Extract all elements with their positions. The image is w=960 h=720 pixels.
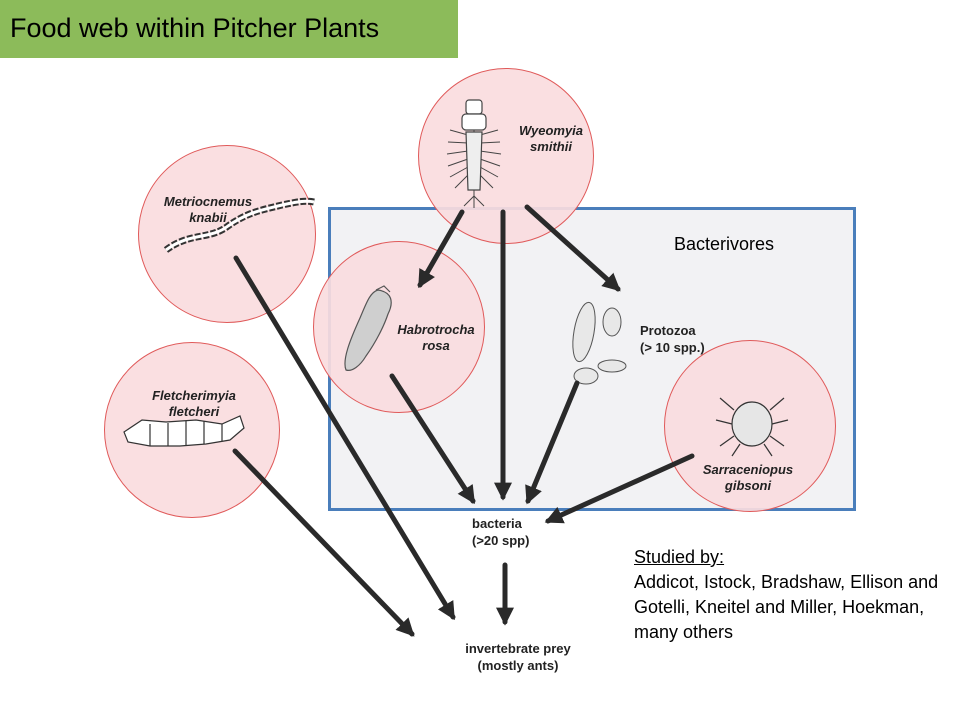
invertebrate-prey-label: invertebrate prey(mostly ants) [465,641,571,673]
arrow-wyeomyia-to-protozoa [524,204,621,292]
title-bar: Food web within Pitcher Plants [0,0,458,58]
page-title: Food web within Pitcher Plants [10,13,380,43]
wyeomyia-circle [418,68,594,244]
metriocnemus-circle [138,145,316,323]
arrow-metriocnemus-to-prey [233,255,456,621]
studied-by-note: Studied by: Addicot, Istock, Bradshaw, E… [634,545,944,645]
studied-by-text: Addicot, Istock, Bradshaw, Ellison and G… [634,572,939,642]
arrow-habrotrocha-to-bacteria [389,373,476,505]
bacterivores-label: Bacterivores [674,234,775,254]
arrow-protozoa-to-bacteria [525,380,580,505]
sarraceniopus-mite-icon [715,397,789,457]
bacteria-label: bacteria(>20 spp) [472,516,530,548]
fletcherimyia-larva-icon [123,415,245,447]
studied-by-heading: Studied by: [634,547,725,567]
arrow-fletcherimyia-to-prey [232,448,415,637]
arrow-sarraceniopus-to-bacteria [544,453,695,524]
protozoa-icon [572,301,627,385]
habrotrocha-rotifer-icon [344,285,392,371]
wyeomyia-larva-icon [446,99,502,208]
arrow-wyeomyia-to-habrotrocha [417,209,465,289]
metriocnemus-larva-icon [163,197,315,253]
protozoa-label: Protozoa(> 10 spp.) [640,323,705,355]
